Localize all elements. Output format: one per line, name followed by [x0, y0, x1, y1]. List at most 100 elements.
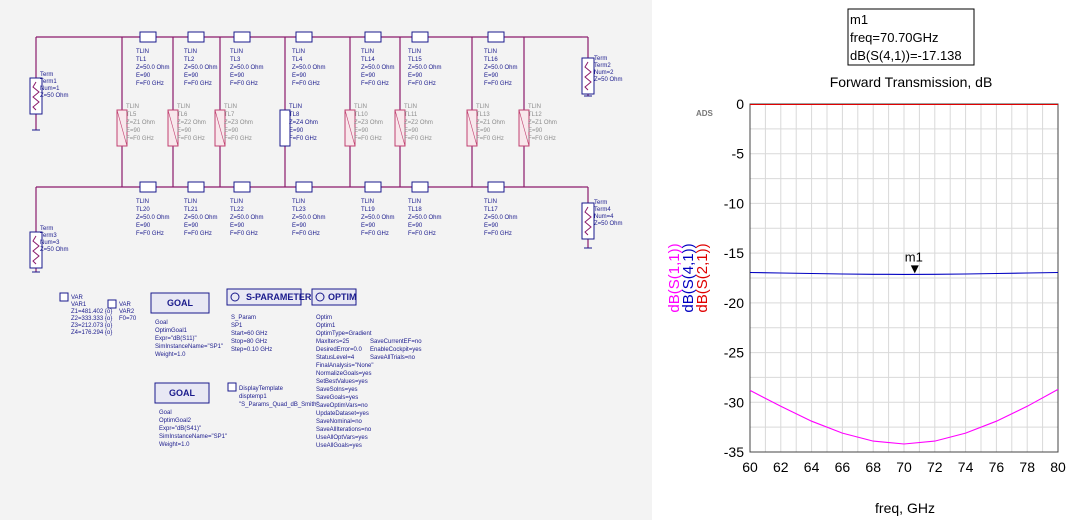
goal-title: GOAL	[167, 298, 194, 308]
tlin-label: Z=50.0 Ohm	[292, 215, 326, 221]
shunt-label: E=90	[528, 128, 543, 134]
marker-readout-line-1: m1	[850, 12, 868, 27]
trace-2	[749, 271, 1059, 275]
display-template-block[interactable]: DisplayTemplatedisptemp1"S_Params_Quad_d…	[227, 382, 319, 408]
sparams-label: Step=0.10 GHz	[231, 347, 272, 353]
tlin-label: E=90	[361, 223, 376, 229]
shunt-label: Z=Z2 Ohm	[404, 120, 433, 126]
tlin-label: Z=50.0 Ohm	[230, 215, 264, 221]
optim-label: SaveCurrentEF=no	[370, 339, 422, 345]
tlin-label: E=90	[292, 223, 307, 229]
tlin-label: F=F0 GHz	[230, 231, 258, 237]
sparams-label: S_Param	[231, 315, 256, 321]
optim-label: FinalAnalysis="None"	[316, 363, 373, 369]
y-tick-label: -15	[724, 245, 744, 261]
term-label: Term	[40, 226, 53, 232]
x-tick-label: 74	[958, 459, 974, 475]
goal-block-2[interactable]: GOALGoalOptimGoal2Expr="dB(S41)"SimInsta…	[154, 382, 227, 448]
tlin-label: E=90	[230, 73, 245, 79]
y-axis-label: dB(S(2,1))	[694, 243, 711, 312]
shunt-label: E=90	[354, 128, 369, 134]
term-label: Term4	[594, 207, 611, 213]
optim-block[interactable]: OPTIMOptimOptim1OptimType=GradientMaxIte…	[311, 288, 422, 449]
y-axis-labels: dB(S(1,1))dB(S(4,1))dB(S(2,1))	[666, 243, 711, 312]
tlin-label: TLIN	[230, 199, 243, 205]
optim-title: OPTIM	[328, 292, 357, 302]
marker-m1[interactable]: m1	[905, 249, 923, 274]
sparams-label: Start=60 GHz	[231, 331, 268, 337]
x-tick-label: 80	[1050, 459, 1066, 475]
goal2-label: Goal	[159, 410, 172, 416]
shunt-label: F=F0 GHz	[224, 136, 252, 142]
y-tick-label: -20	[724, 295, 744, 311]
tlin-label: E=90	[184, 73, 199, 79]
marker-readout-line-2: freq=70.70GHz	[850, 30, 939, 45]
goal-title: GOAL	[169, 388, 196, 398]
tlin-label: TL22	[230, 207, 244, 213]
display-template-label: "S_Params_Quad_dB_Smith"	[239, 402, 319, 408]
shunt-label: TLIN	[177, 104, 190, 110]
tlin-label: E=90	[484, 73, 499, 79]
tlin-label: E=90	[484, 223, 499, 229]
shunt-label: TLIN	[126, 104, 139, 110]
marker-readout-box[interactable]: m1 freq=70.70GHz dB(S(4,1))=-17.138	[847, 8, 975, 66]
trace-1	[749, 388, 1059, 445]
goal-block-1[interactable]: GOALGoalOptimGoal1Expr="dB(S11)"SimInsta…	[150, 292, 223, 358]
shunt-label: TLIN	[476, 104, 489, 110]
tlin-label: F=F0 GHz	[408, 231, 436, 237]
goal2-label: OptimGoal2	[159, 418, 192, 424]
shunt-label: TL8	[289, 112, 300, 118]
forward-transmission-plot[interactable]: ADS m1 freq=70.70GHz dB(S(4,1))=-17.138 …	[652, 0, 1072, 520]
tlin-label: TL18	[408, 207, 422, 213]
tlin-label: Z=50.0 Ohm	[230, 65, 264, 71]
tlin-label: E=90	[136, 223, 151, 229]
var1-label: Z4=176.294 {o}	[71, 330, 112, 336]
goal1-label: OptimGoal1	[155, 328, 188, 334]
shunt-label: F=F0 GHz	[289, 136, 317, 142]
optim-label: SetBestValues=yes	[316, 379, 368, 385]
tlin-label: F=F0 GHz	[484, 231, 512, 237]
optim-label: SaveGoals=yes	[316, 395, 358, 401]
optim-label: Optim	[316, 315, 332, 321]
tlin-label: TL3	[230, 57, 241, 63]
tlin-label: Z=50.0 Ohm	[484, 65, 518, 71]
shunt-label: F=F0 GHz	[354, 136, 382, 142]
tlin-label: TLIN	[361, 199, 374, 205]
tlin-label: F=F0 GHz	[184, 81, 212, 87]
tlin-label: TL14	[361, 57, 375, 63]
grid-lines	[749, 103, 1059, 453]
s-parameters-title: S-PARAMETERS	[246, 292, 317, 302]
tlin-label: TLIN	[484, 49, 497, 55]
